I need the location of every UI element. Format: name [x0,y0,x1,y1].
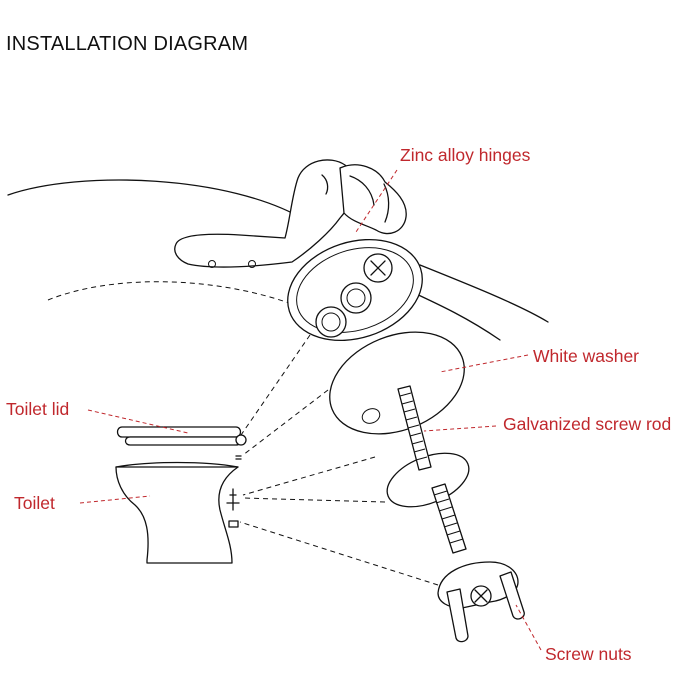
label-zinc-alloy-hinges: Zinc alloy hinges [400,145,531,165]
label-toilet: Toilet [14,493,55,513]
seat-rim [7,179,549,341]
label-screw-nuts: Screw nuts [545,644,632,664]
label-toilet-lid: Toilet lid [6,399,70,419]
callout-leaders [79,169,542,651]
label-white-washer: White washer [533,346,640,366]
hinge-base [287,238,423,342]
toilet-lid [116,426,247,460]
screw-nut [437,561,525,643]
hinge-arm [174,159,407,268]
screw-rod [397,385,467,554]
assembly-lines [239,334,439,586]
toilet-bowl [115,461,240,564]
page-title: INSTALLATION DIAGRAM [6,33,249,55]
label-galvanized-screw-rod: Galvanized screw rod [503,414,672,434]
